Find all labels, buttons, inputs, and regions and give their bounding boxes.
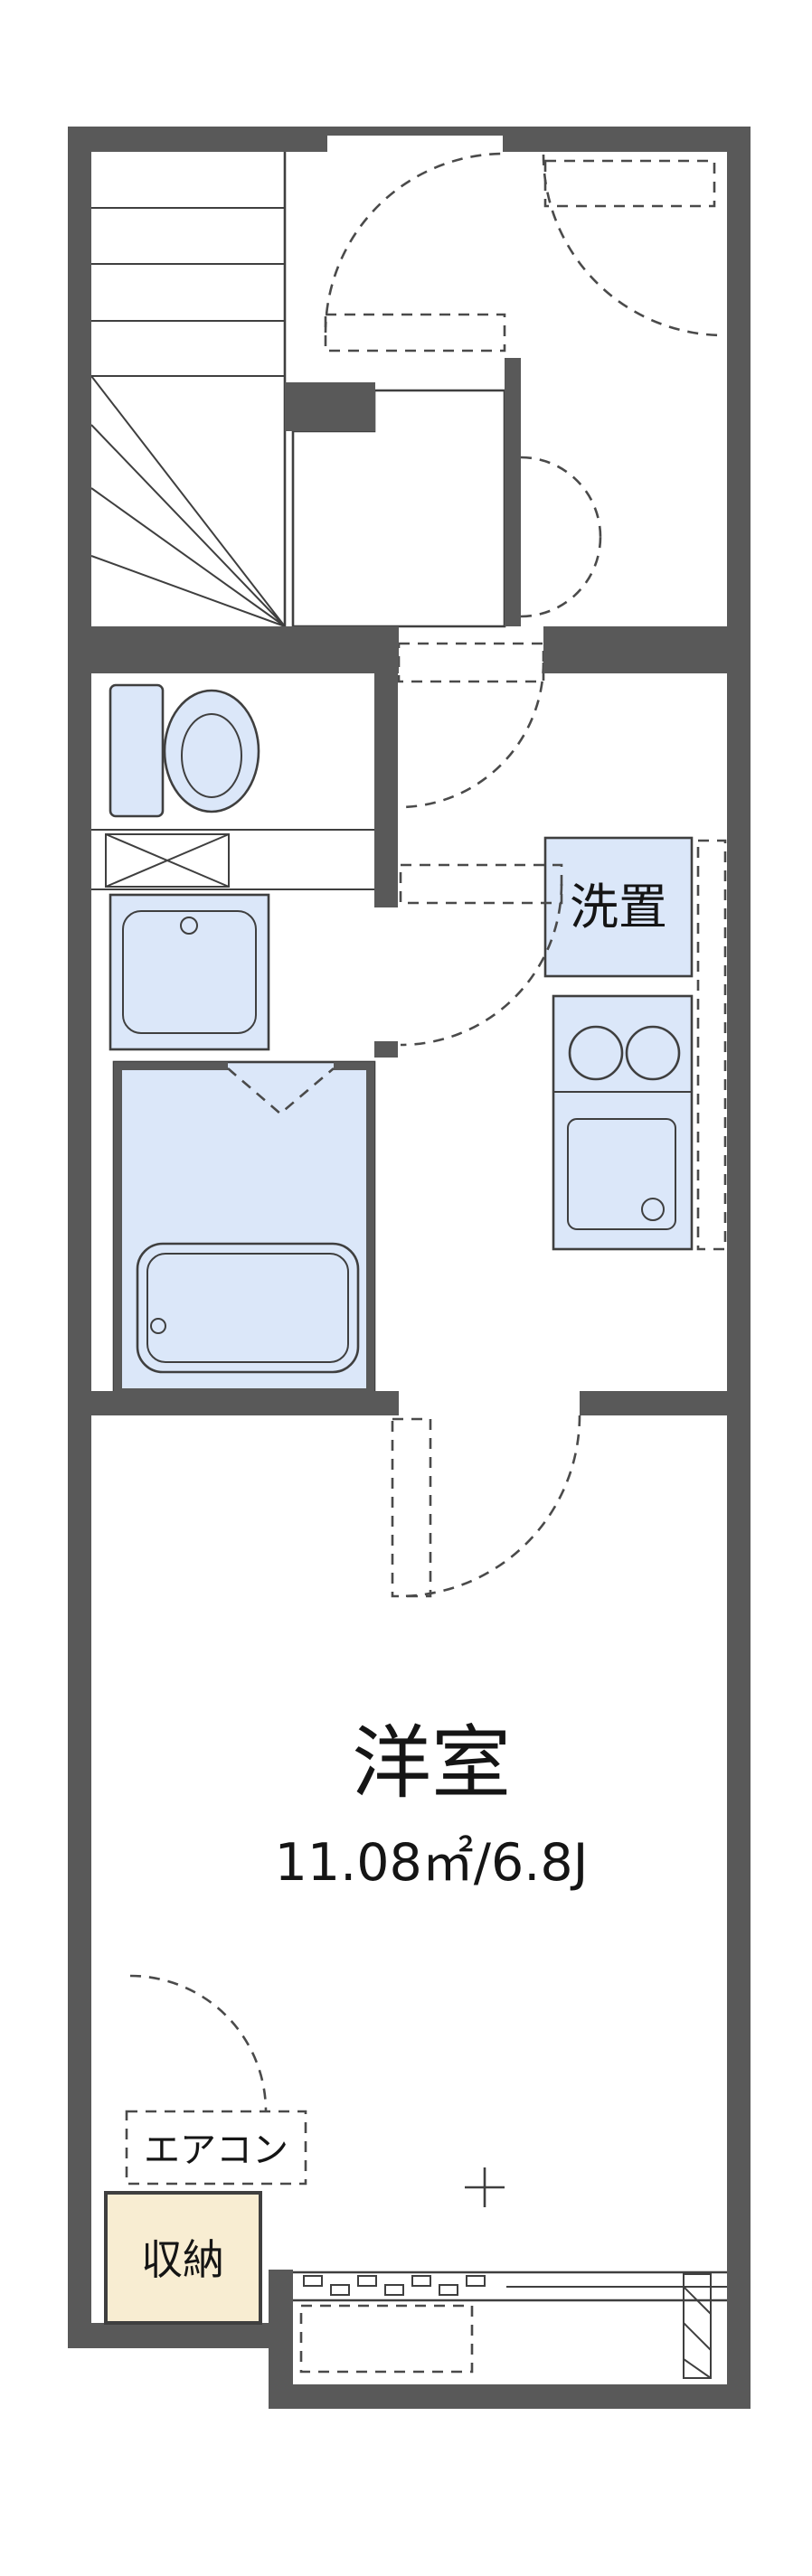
aircon-label: エアコン (144, 2129, 288, 2171)
front-door-swing (324, 152, 506, 353)
cabinet-hatch (91, 833, 374, 890)
toilet-bowl (163, 689, 260, 813)
bathroom (112, 1060, 376, 1398)
washer-label: 洗置 (570, 879, 667, 935)
stove-burner-left (568, 1025, 624, 1081)
washroom-door-swing (399, 863, 563, 1047)
front-door-opening (327, 136, 503, 152)
stove-burner-right (625, 1025, 681, 1081)
toilet-tank (109, 683, 165, 818)
stair-treads (90, 207, 286, 627)
toilet-room (91, 683, 374, 831)
balcony (299, 2273, 712, 2379)
washbasin-unit (109, 893, 270, 1051)
outdoor-unit-space (299, 2304, 474, 2374)
kitchen-unit (552, 839, 727, 1251)
shoe-cabinet-doors (520, 456, 602, 618)
storage-box: 収納 (104, 2191, 262, 2325)
walls (68, 127, 751, 2409)
balcony-window (293, 2270, 727, 2302)
room-area-label: 11.08㎡/6.8J (275, 1833, 589, 1893)
faucet-icon (180, 917, 198, 935)
main-room-door-swing (391, 1415, 581, 1598)
drain-icon (150, 1318, 166, 1334)
western-room: 洋室 11.08㎡/6.8J (275, 1716, 589, 2207)
bath-folding-door (227, 1067, 335, 1115)
kitchen-sink (567, 1118, 676, 1230)
storage-label: 収納 (141, 2235, 224, 2284)
room-label: 洋室 (352, 1716, 511, 1810)
bathtub (136, 1242, 360, 1374)
drain-pipe-hatch (683, 2273, 712, 2379)
washer-space: 洗置 (543, 836, 694, 978)
aircon-space: エアコン (125, 1974, 307, 2186)
outlet-mark (465, 2167, 505, 2207)
entrance-side-door-swing (542, 154, 725, 337)
fridge-space (696, 839, 727, 1251)
